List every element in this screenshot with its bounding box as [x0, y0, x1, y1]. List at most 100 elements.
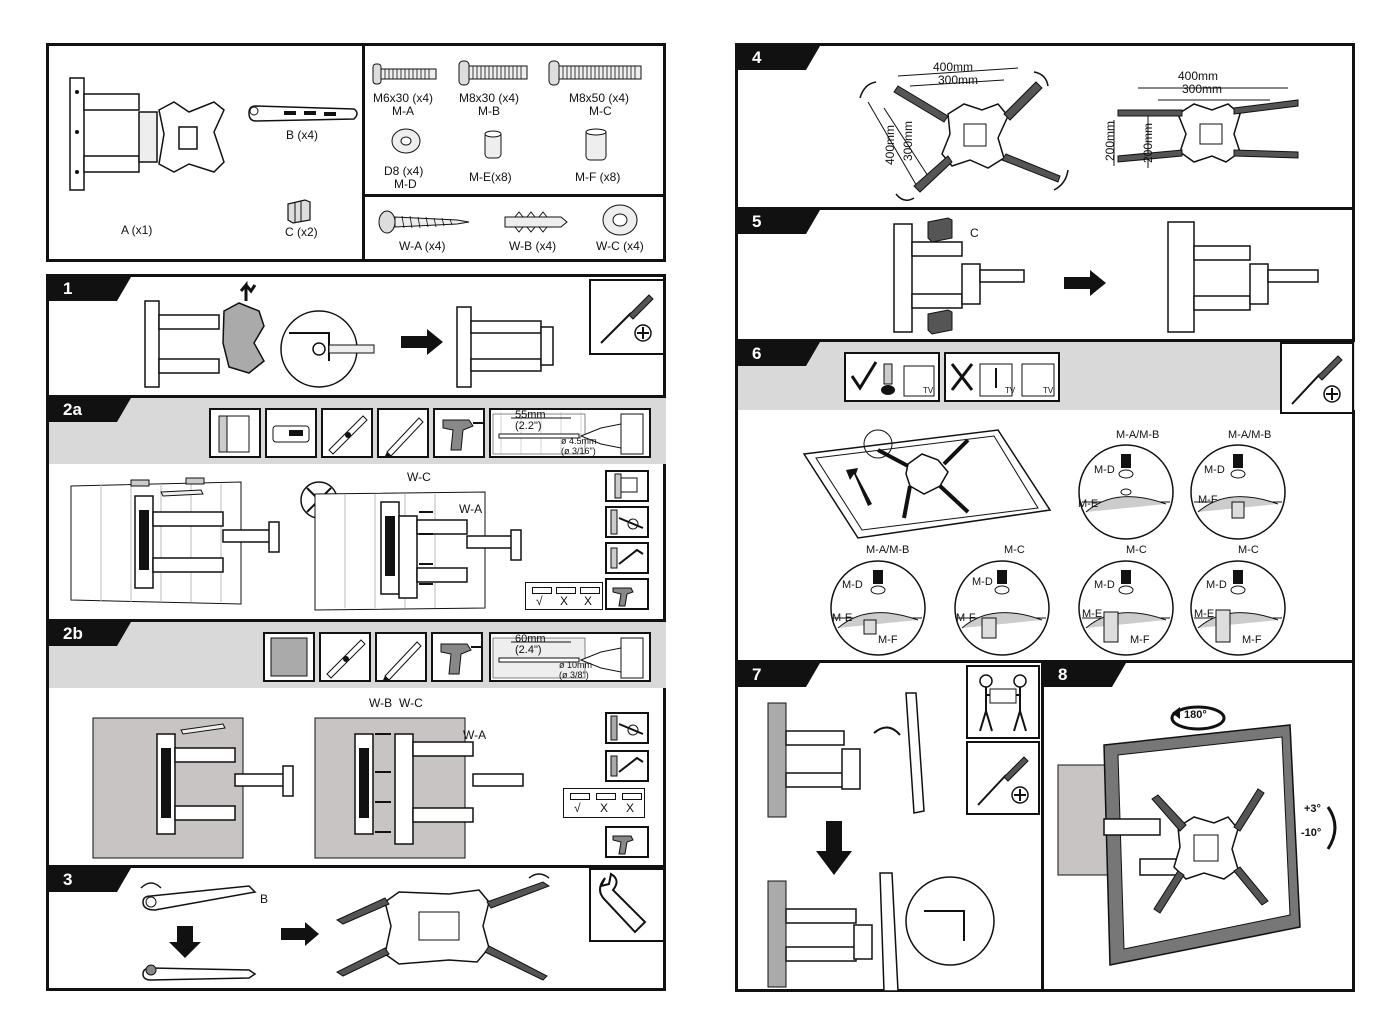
step-2b-pencil-tool [375, 632, 427, 682]
screw-mb-drawing [458, 60, 528, 86]
step-6: 6 TV TV TV M-A/M- [738, 342, 1355, 660]
step-6-c5-d: M-D [1094, 579, 1115, 591]
step-6-c4-f: M-F [956, 612, 976, 624]
spacer-me-drawing [484, 130, 502, 159]
step-7-screwdriver-tool [966, 741, 1040, 815]
step-4-arms-400x400-drawing [859, 67, 1069, 201]
step-2b-wa-label: W-A [463, 728, 487, 742]
step-2a-stud-finder-tool [265, 408, 317, 458]
step-5: 5 C [738, 210, 1355, 339]
step-6-c6-e: M-E [1194, 608, 1215, 620]
step-8-tilt-icon [1326, 806, 1337, 850]
part-me-label: M-E(x8) [469, 170, 512, 184]
part-mb-size: M8x30 (x4) [459, 91, 520, 105]
step-2b-level-bad-2: X [626, 801, 635, 815]
step-6-detail-circle-1 [1078, 444, 1174, 540]
anchor-wb-drawing [504, 211, 568, 233]
step-2b-drill-tool [431, 632, 483, 682]
step-2a-side-check-1 [605, 470, 649, 502]
step-3-b-label: B [260, 892, 269, 906]
step-2b-side-check-3 [605, 826, 649, 858]
step-2a-drill-depth-in: (2.2") [515, 420, 542, 432]
step-4-height-400-label: 400mm [883, 124, 898, 166]
step-6-detail-circle-4 [954, 560, 1050, 656]
wall-bracket-a-drawing [69, 77, 225, 191]
step-4-width-400-label: 400mm [933, 60, 974, 74]
step-6-tv-label-1: TV [923, 386, 934, 395]
step-2b-side-check-2 [605, 750, 649, 782]
step-4-width-300-label: 300mm [938, 73, 979, 87]
step-2a-side-check-4 [605, 578, 649, 610]
step-6-c1-e: M-E [1078, 498, 1099, 510]
step-6-screwdriver-tool [1280, 342, 1354, 414]
step-2a-level-bad-2: X [584, 594, 593, 608]
step-2b-side-check-1 [605, 712, 649, 744]
step-1: 1 [49, 277, 666, 395]
step-5-arrow [1064, 270, 1106, 296]
step-1-badge: 1 [49, 277, 131, 301]
step-5-result-drawing [1167, 221, 1319, 333]
step-2a-side-check-3 [605, 542, 649, 574]
step-2b-drill-depth-diagram [489, 632, 651, 682]
step-8-rotate-label: 180° [1184, 709, 1207, 721]
step-7-two-person-lift-icon [966, 665, 1040, 739]
step-2a-wa-label: W-A [459, 502, 483, 516]
part-b-label: B (x4) [286, 128, 319, 142]
step-4-badge: 4 [738, 46, 820, 70]
step-6-c4-top: M-C [1004, 544, 1025, 556]
step-2b-concrete-wall-tool [263, 632, 315, 682]
step-2a-bracket-screwed-drawing [314, 491, 522, 611]
step-3-arrow [281, 922, 319, 946]
part-wa-label: W-A (x4) [399, 239, 446, 253]
step-3-badge: 3 [49, 868, 131, 892]
step-2b-level-check-box: √ X X [563, 788, 645, 818]
step-5-spacer-fit-drawing [893, 217, 1025, 335]
step-6-c2-d: M-D [1204, 464, 1225, 476]
step-4-height-200a-label: 200mm [1103, 120, 1118, 162]
step-5-badge: 5 [738, 210, 820, 234]
step-2a-stud-wall-tool [209, 408, 261, 458]
step-6-c3-f: M-F [878, 634, 898, 646]
step-3-arm-assembly-drawing [140, 882, 257, 981]
step-6-c3-top: M-A/M-B [866, 544, 910, 556]
step-1-result-drawing [456, 306, 554, 388]
part-mc-code: M-C [589, 104, 612, 118]
step-2b: 2b 60mm (2.4") ø 10mm (ø 3/8") [49, 622, 666, 865]
step-2a-level-check-box: √ X X [525, 582, 603, 610]
step-6-c6-f: M-F [1242, 634, 1262, 646]
step-6-detail-circle-3 [830, 560, 926, 656]
right-steps-panel: 4 400mm 300mm 400mm 300mm [735, 43, 1355, 992]
part-wb-label: W-B (x4) [509, 239, 557, 253]
step-8-rotate-icon [1170, 705, 1226, 731]
step-4: 4 400mm 300mm 400mm 300mm [738, 46, 1355, 207]
step-4-height-200b-label: 200mm [1141, 122, 1156, 164]
step-6-correct-hardware-box [844, 352, 940, 402]
step-6-tv-label-2: TV [1005, 386, 1016, 395]
step-2a-wc-label: W-C [407, 470, 431, 484]
part-mf-label: M-F (x8) [575, 170, 621, 184]
step-2b-wc-label: W-C [399, 696, 423, 710]
step-2b-wb-label: W-B [369, 696, 393, 710]
part-mb-code: M-B [478, 104, 500, 118]
step-2a-side-check-2 [605, 506, 649, 538]
step-4-width-300b-label: 300mm [1182, 82, 1223, 96]
step-2b-level-ok: √ [574, 801, 581, 815]
step-5-c-label: C [970, 226, 979, 240]
step-2b-level-bad-1: X [600, 801, 609, 815]
step-1-screwdriver-tool [589, 279, 665, 355]
step-4-height-300-label: 300mm [901, 120, 916, 162]
step-6-tv-back-drawing [802, 429, 1052, 539]
step-6-c6-top: M-C [1238, 544, 1259, 556]
step-2b-drill-bit-mm: ø 10mm [559, 660, 593, 670]
step-6-incorrect-hardware-box [944, 352, 1060, 402]
screw-mc-drawing [548, 60, 642, 86]
step-8-tilt-up-label: +3° [1304, 803, 1321, 815]
spacer-c-drawing [287, 199, 311, 224]
step-2b-drill-depth-in: (2.4") [515, 644, 542, 656]
step-4-arms-400x200-drawing [1113, 87, 1299, 168]
step-6-tv-label-3: TV [1043, 386, 1054, 395]
step-6-c5-f: M-F [1130, 634, 1150, 646]
step-6-c4-d: M-D [972, 576, 993, 588]
step-2a-pencil-tool [377, 408, 429, 458]
step-6-c6-d: M-D [1206, 579, 1227, 591]
